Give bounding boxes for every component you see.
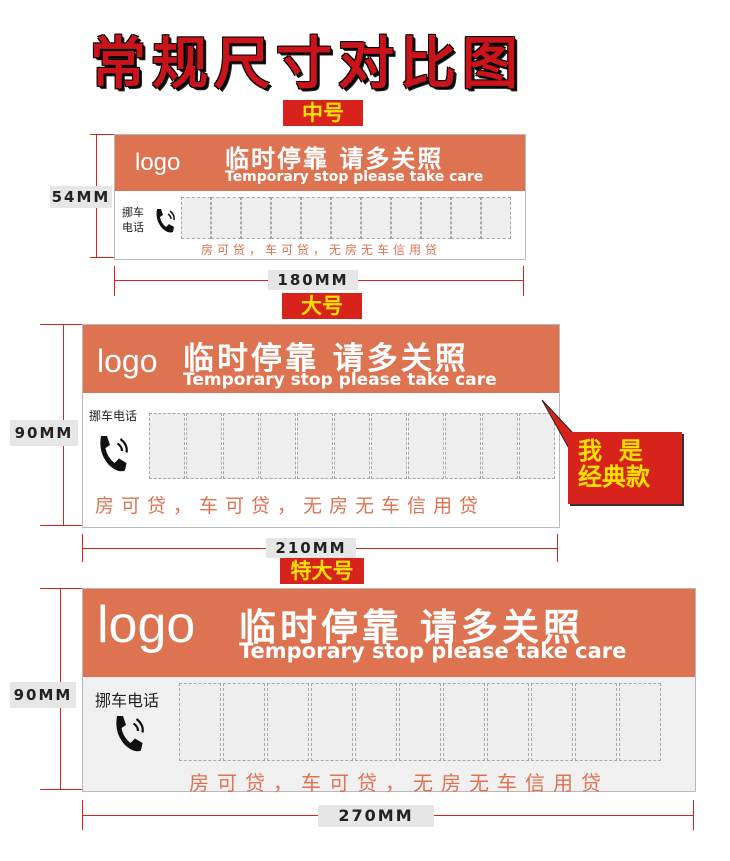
digit-box <box>241 197 271 239</box>
loan-text: 房可贷，车可贷，无房无车信用贷 <box>201 243 442 257</box>
digit-box <box>619 683 661 761</box>
width-dimension-tick <box>557 534 558 562</box>
height-label-medium: 54MM <box>50 186 112 208</box>
width-dimension-tick <box>693 800 694 830</box>
width-label-medium: 180MM <box>268 270 358 290</box>
notice-english: Temporary stop please take care <box>183 370 497 390</box>
notice-english: Temporary stop please take care <box>239 639 627 663</box>
digit-box <box>331 197 361 239</box>
digit-box <box>487 683 529 761</box>
sign-card-large: logo 临时停靠 请多关照 Temporary stop please tak… <box>82 324 560 528</box>
digit-box <box>149 413 185 479</box>
width-dimension-tick <box>82 800 83 830</box>
height-dimension-tick <box>40 324 82 325</box>
phone-label: 挪车电话 <box>89 409 138 423</box>
digit-box <box>391 197 421 239</box>
width-label-large: 210MM <box>266 538 356 558</box>
digit-box <box>297 413 333 479</box>
digit-box <box>260 413 296 479</box>
digit-box <box>408 413 444 479</box>
digit-box <box>179 683 221 761</box>
height-dimension-tick <box>40 525 82 526</box>
loan-text: 房可贷，车可贷，无房无车信用贷 <box>95 495 486 517</box>
digit-box <box>186 413 222 479</box>
digit-box <box>223 683 265 761</box>
digit-box <box>267 683 309 761</box>
digit-box <box>355 683 397 761</box>
loan-text: 房可贷，车可贷，无房无车信用贷 <box>189 771 609 795</box>
size-tag-medium: 中号 <box>283 100 363 126</box>
digit-box <box>361 197 391 239</box>
notice-chinese: 临时停靠 请多关照 <box>225 145 444 173</box>
sign-card-medium: logo 临时停靠 请多关照 Temporary stop please tak… <box>114 134 526 260</box>
digit-box <box>531 683 573 761</box>
callout-line-1: 我 是 <box>578 437 643 465</box>
digit-box <box>575 683 617 761</box>
card-header-band <box>115 135 525 191</box>
width-dimension-tick <box>82 534 83 562</box>
height-label-large: 90MM <box>10 420 78 446</box>
digit-box <box>181 197 211 239</box>
digit-box <box>311 683 353 761</box>
digit-box <box>271 197 301 239</box>
phone-icon <box>156 209 175 233</box>
phone-label: 挪车 电话 <box>122 206 144 234</box>
phone-digit-boxes <box>149 413 555 479</box>
digit-box <box>519 413 555 479</box>
digit-box <box>334 413 370 479</box>
height-dimension-tick <box>90 257 114 258</box>
notice-chinese: 临时停靠 请多关照 <box>183 341 469 377</box>
phone-label: 挪车电话 <box>95 691 160 710</box>
digit-box <box>481 197 511 239</box>
phone-digit-boxes <box>181 197 511 239</box>
width-dimension-tick <box>523 266 524 296</box>
phone-icon <box>100 436 128 472</box>
digit-box <box>223 413 259 479</box>
notice-chinese: 临时停靠 请多关照 <box>239 606 584 649</box>
digit-box <box>399 683 441 761</box>
card-header-band <box>83 325 559 393</box>
phone-digit-boxes <box>179 683 661 761</box>
classic-callout: 我 是 经典款 <box>568 432 682 504</box>
callout-line-2: 经典款 <box>578 463 650 491</box>
phone-icon <box>116 716 144 752</box>
logo-text: logo <box>135 149 181 176</box>
width-label-xlarge: 270MM <box>318 805 434 827</box>
digit-box <box>443 683 485 761</box>
height-dimension-tick <box>90 134 114 135</box>
height-dimension-tick <box>40 789 82 790</box>
digit-box <box>301 197 331 239</box>
sign-card-xlarge: logo 临时停靠 请多关照 Temporary stop please tak… <box>82 588 696 795</box>
logo-text: logo <box>97 596 196 654</box>
size-tag-large: 大号 <box>282 293 362 319</box>
height-dimension-tick <box>40 588 82 589</box>
digit-box <box>445 413 481 479</box>
digit-box <box>371 413 407 479</box>
logo-text: logo <box>97 343 158 379</box>
card-header-band <box>83 589 695 677</box>
digit-box <box>211 197 241 239</box>
page-title: 常规尺寸对比图 <box>90 31 524 97</box>
digit-box <box>482 413 518 479</box>
digit-box <box>451 197 481 239</box>
notice-english: Temporary stop please take care <box>225 169 484 185</box>
size-tag-xlarge: 特大号 <box>280 558 364 584</box>
height-label-xlarge: 90MM <box>10 682 76 708</box>
digit-box <box>421 197 451 239</box>
width-dimension-tick <box>114 266 115 296</box>
